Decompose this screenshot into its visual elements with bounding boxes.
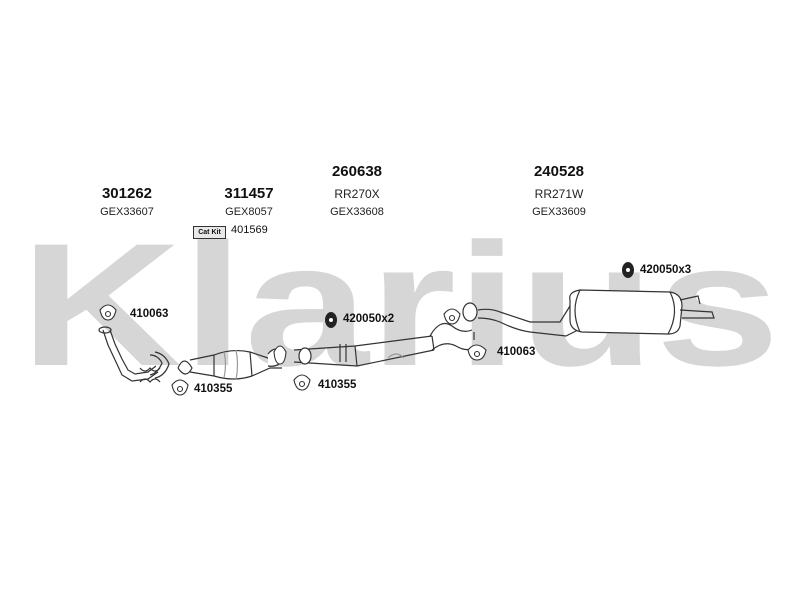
catkit-badge: Cat Kit (193, 226, 226, 239)
gasket-icon (467, 344, 487, 361)
catalytic-converter-311457 (177, 348, 285, 381)
part-number: 240528 (533, 163, 585, 180)
oem-reference: GEX33608 (330, 206, 384, 218)
rear-silencer-240528 (462, 289, 715, 337)
oem-reference: GEX33607 (100, 206, 154, 218)
gasket-icon (293, 374, 311, 391)
accessory-label: 410355 (318, 379, 357, 391)
gasket-icon (273, 345, 287, 365)
front-pipe-301262 (98, 326, 170, 383)
gasket-icon (171, 379, 189, 396)
gasket-icon (443, 308, 461, 325)
oem-reference: RR271W (534, 187, 584, 201)
part-number: 260638 (331, 163, 383, 180)
catkit-part-number: 401569 (231, 224, 268, 236)
oem-reference: GEX8057 (225, 206, 273, 218)
gasket-icon (99, 304, 117, 321)
accessory-label: 410063 (497, 346, 536, 358)
accessory-label: 410063 (130, 308, 169, 320)
part-number: 311457 (224, 185, 274, 202)
oem-reference: GEX33609 (532, 206, 586, 218)
accessory-label: 410355 (194, 383, 233, 395)
part-number: 301262 (101, 185, 153, 202)
rubber-mount-icon (622, 262, 634, 278)
accessory-label: 420050x3 (640, 264, 692, 276)
accessory-label: 420050x2 (343, 313, 395, 325)
rubber-mount-icon (325, 312, 337, 328)
oem-reference: RR270X (334, 187, 380, 201)
